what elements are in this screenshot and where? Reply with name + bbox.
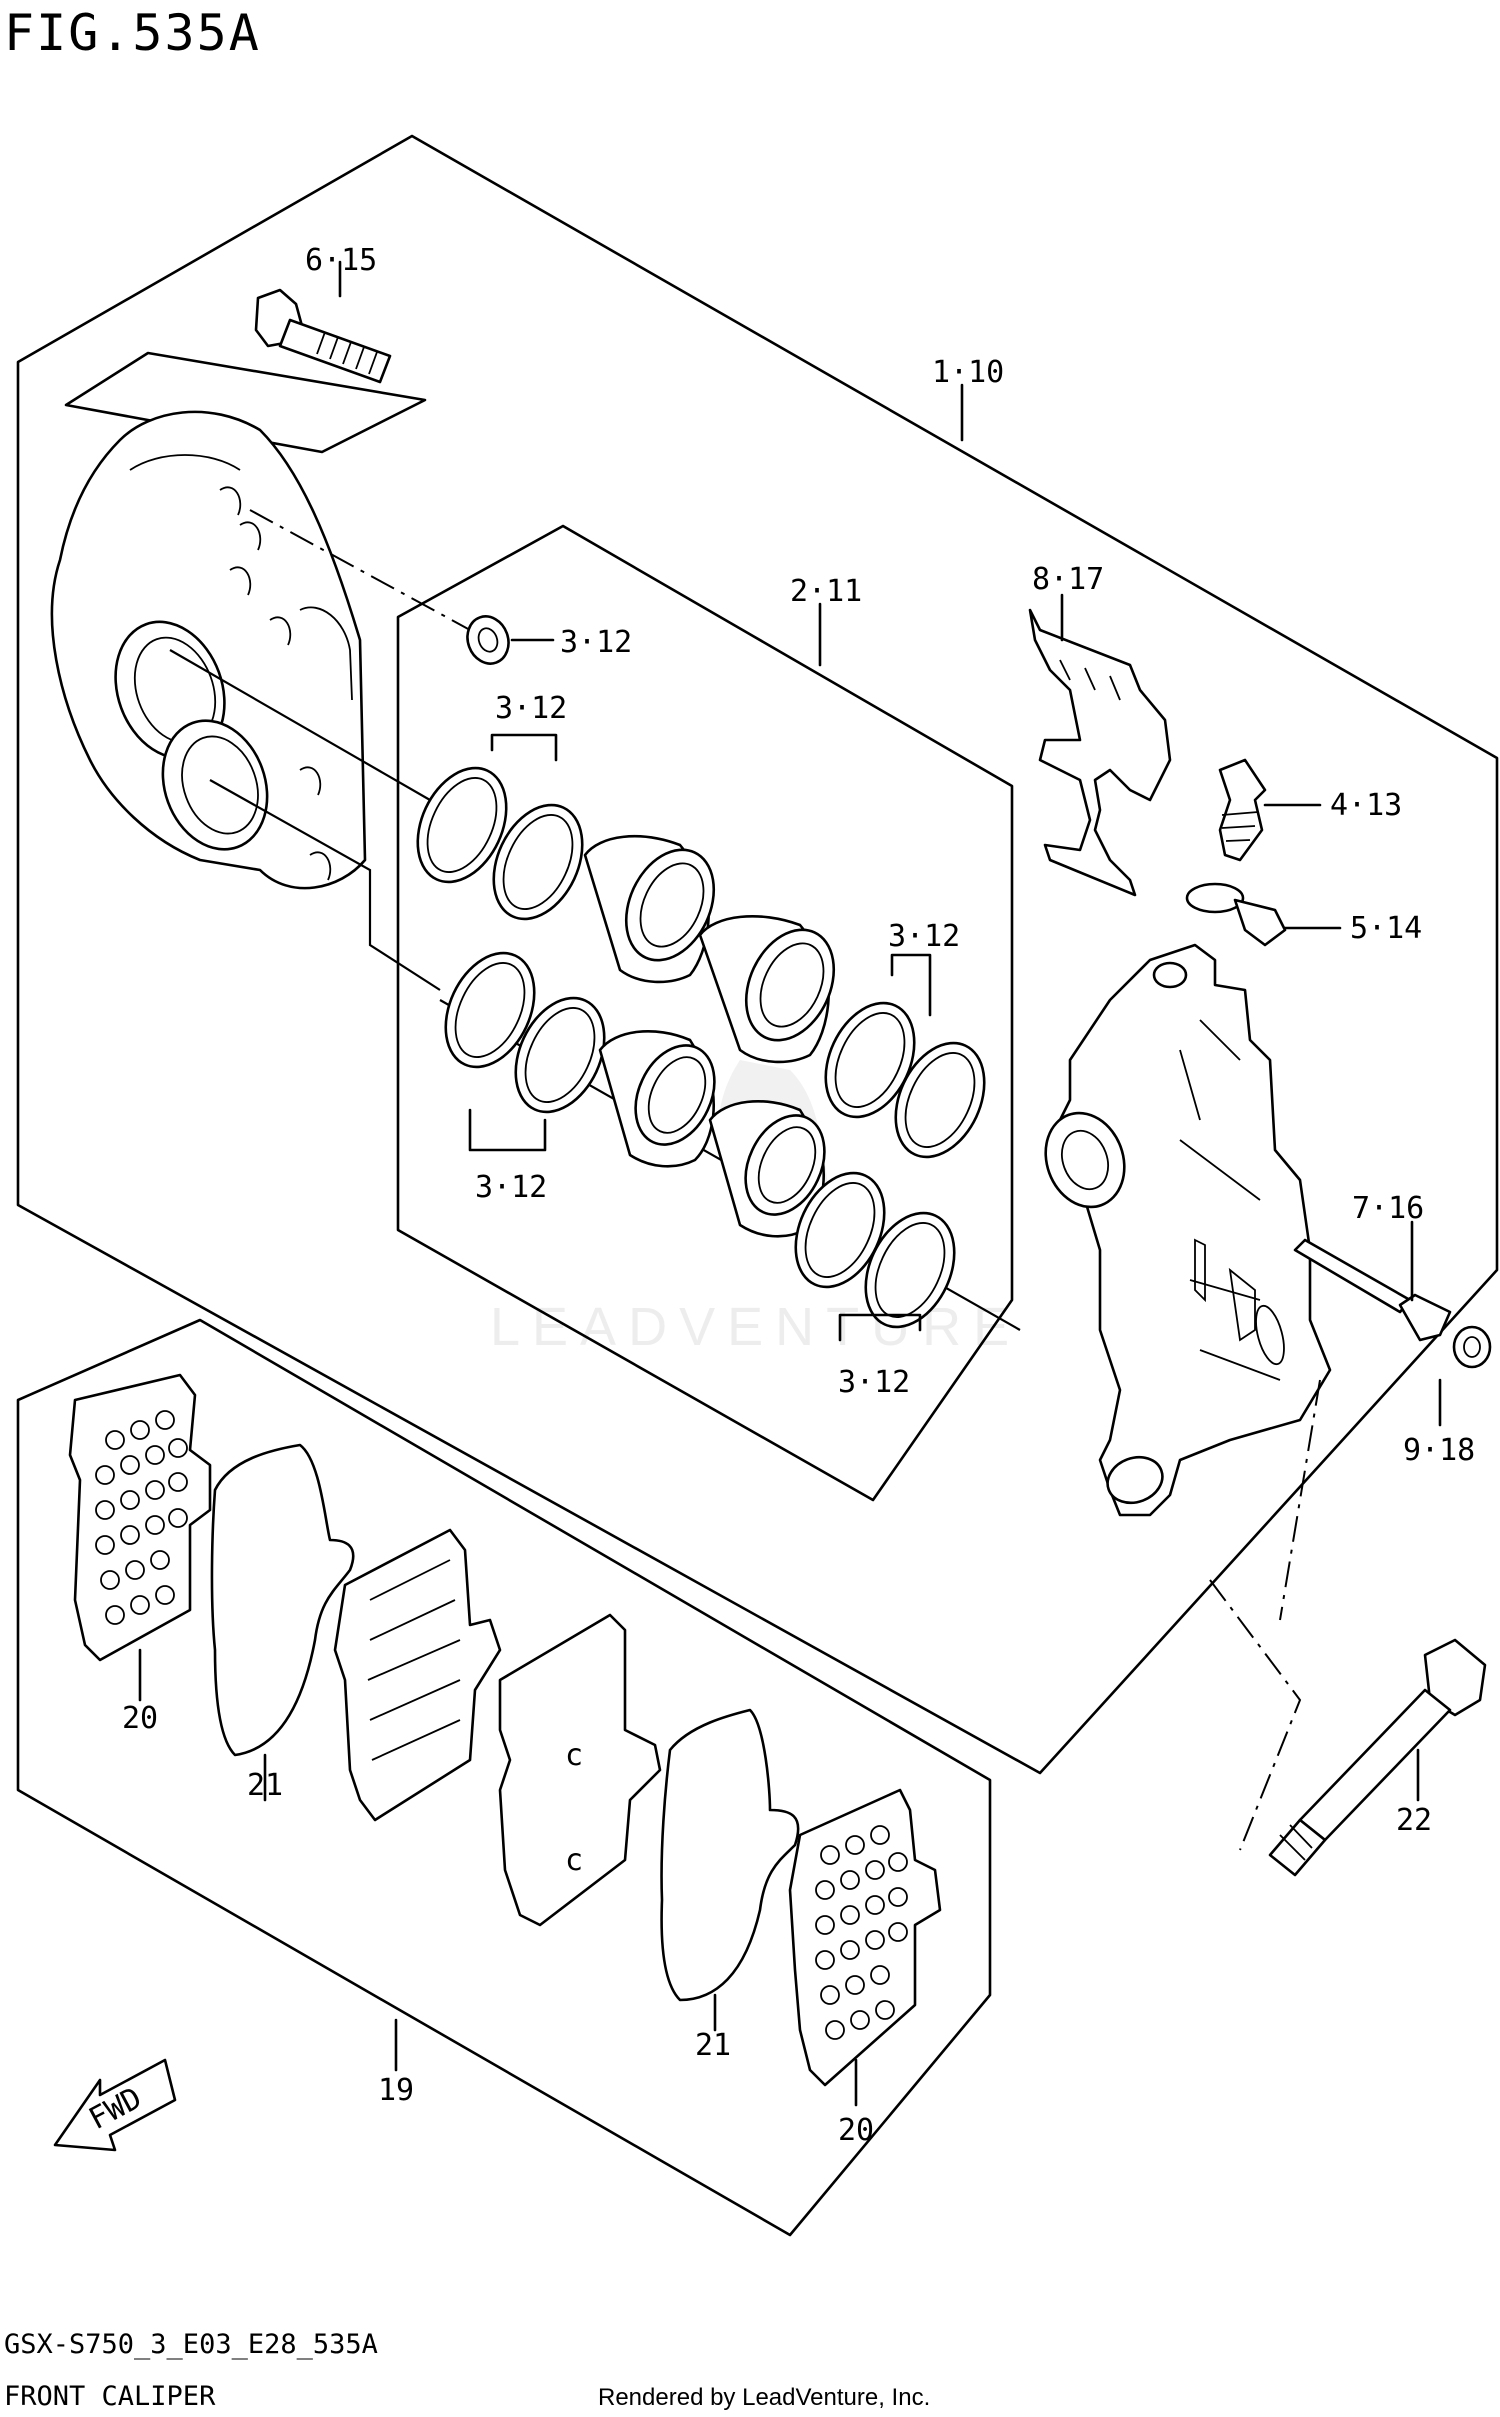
brake-pad-left	[333, 1528, 502, 1822]
bleeder-cap-5	[1185, 882, 1287, 947]
callout-4-13: 4·13	[1330, 788, 1402, 823]
piston-kit-frame	[396, 524, 1014, 1502]
caliper-inner-half	[1044, 943, 1332, 1517]
figure-title: FIG.535A	[4, 4, 261, 62]
pad-plate-right	[660, 1708, 800, 2002]
diagram-name: FRONT CALIPER	[4, 2381, 216, 2412]
callout-3-12-b: 3·12	[495, 691, 567, 726]
pad-backing-plate: c c	[498, 1613, 662, 1927]
caliper-assembly-frame	[16, 134, 1499, 1775]
mounting-bolt-22	[1268, 1638, 1487, 1877]
svg-text:c: c	[565, 1843, 583, 1878]
caliper-outer-half	[50, 410, 367, 890]
callout-9-18: 9·18	[1403, 1433, 1475, 1468]
centerline-a	[249, 509, 471, 631]
callout-21-a: 21	[247, 1768, 283, 1803]
pad-plate-left	[210, 1443, 355, 1757]
callout-7-16: 7·16	[1352, 1191, 1424, 1226]
callout-3-12-d: 3·12	[475, 1170, 547, 1205]
seal-3-top	[466, 615, 510, 665]
callout-3-12-c: 3·12	[888, 919, 960, 954]
callout-8-17: 8·17	[1032, 562, 1104, 597]
callout-1-10: 1·10	[932, 355, 1004, 390]
centerline-b	[1209, 1379, 1321, 1851]
callout-5-14: 5·14	[1350, 911, 1422, 946]
diagram-code: GSX-S750_3_E03_E28_535A	[4, 2329, 378, 2360]
callout-3-12-e: 3·12	[838, 1365, 910, 1400]
pin-clip-9	[1452, 1325, 1492, 1369]
fwd-arrow-icon: FWD	[53, 2058, 177, 2152]
piston-row-upper	[416, 733, 986, 1159]
pad-pin-7	[1293, 1238, 1452, 1342]
callout-19: 19	[378, 2073, 414, 2108]
callout-22: 22	[1396, 1803, 1432, 1838]
callout-2-11: 2·11	[790, 574, 862, 609]
bleeder-screw-4	[1218, 758, 1267, 862]
pad-shim-left	[68, 1373, 212, 1662]
pad-set-frame	[16, 1318, 992, 2237]
piston-row-lower	[444, 951, 956, 1342]
callout-6-15: 6·15	[305, 243, 377, 278]
callout-3-12-a: 3·12	[560, 625, 632, 660]
callout-20-a: 20	[122, 1701, 158, 1736]
callout-20-b: 20	[838, 2113, 874, 2148]
callout-21-b: 21	[695, 2028, 731, 2063]
render-credit: Rendered by LeadVenture, Inc.	[598, 2384, 930, 2411]
pad-spring-8	[1028, 608, 1172, 897]
pad-shim-right	[788, 1788, 942, 2087]
svg-text:c: c	[565, 1738, 583, 1773]
